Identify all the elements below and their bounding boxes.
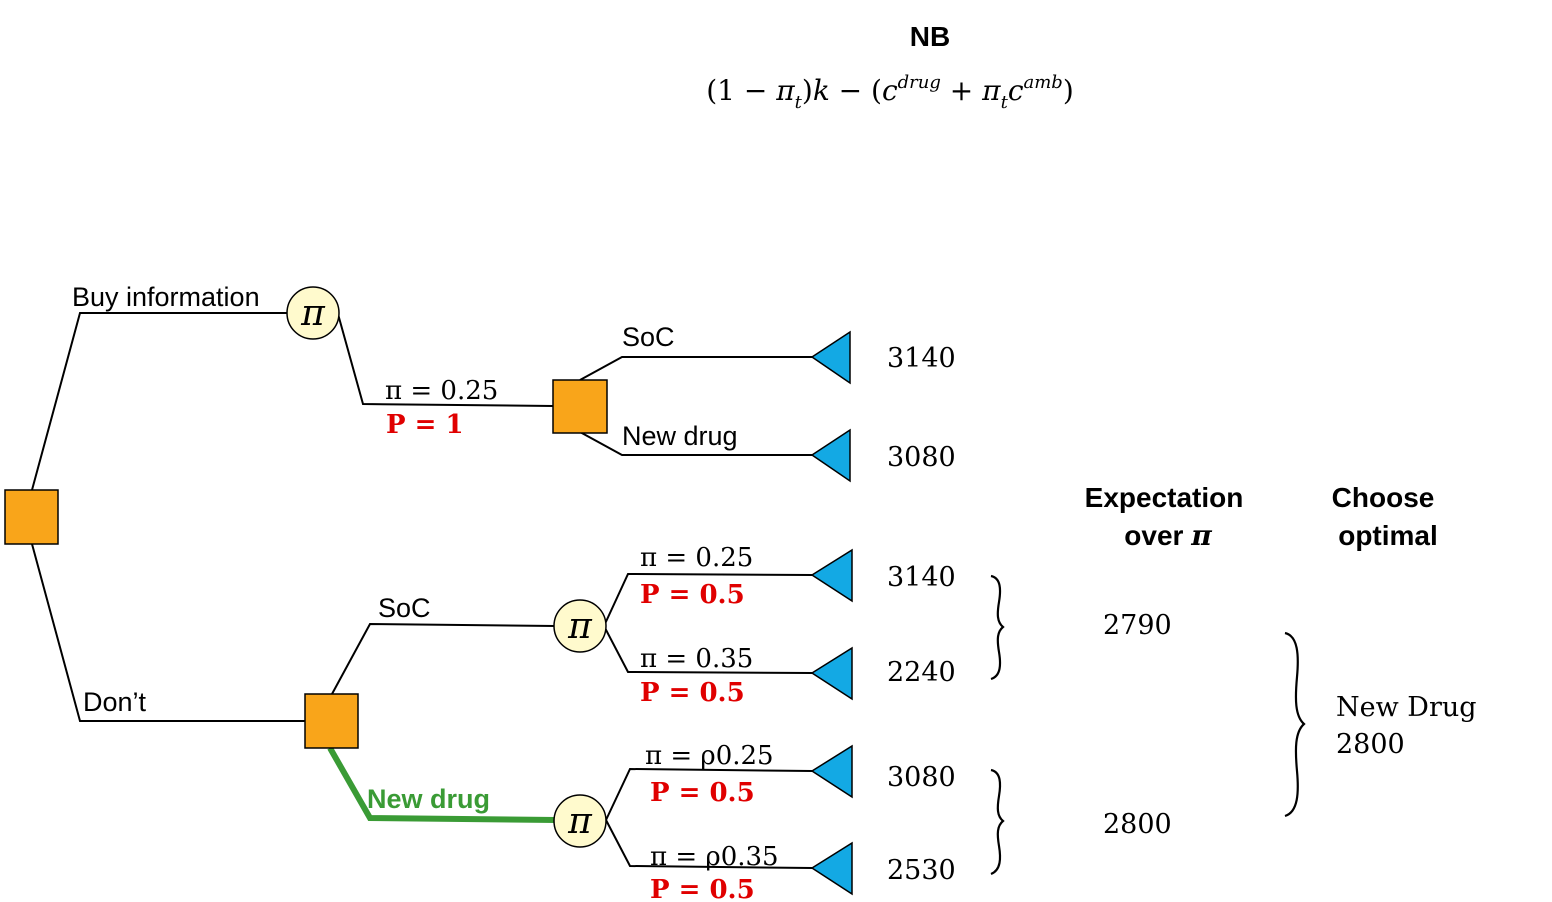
edge-nd-b [605, 819, 813, 869]
prob-nd-a-pi: π = ρ0.25 [645, 741, 774, 771]
nb-formula: (1 − πt)k − (cdrug + πtcamb) [706, 72, 1074, 113]
prob-soc-b-p: P = 0.5 [640, 678, 745, 708]
optimal-choice: New Drug [1336, 692, 1477, 723]
buy-chance-symbol: π [300, 293, 326, 334]
edge-root-buy [31, 312, 288, 491]
optimal-value: 2800 [1336, 729, 1405, 760]
edge-buy-chance [337, 313, 554, 407]
prob-nd-b-pi: π = ρ0.35 [650, 842, 779, 872]
prob-soc-a-p: P = 0.5 [640, 580, 745, 610]
prob-nd-a-p: P = 0.5 [650, 778, 755, 808]
choose-header-line1: Choose [1332, 482, 1435, 513]
terminal-nd-b [810, 841, 853, 896]
edge-root-dont [31, 543, 305, 722]
terminal-buy-soc [810, 330, 851, 385]
newdrug-chance-symbol: π [567, 801, 593, 842]
branch-label-dont: Don’t [83, 687, 147, 717]
branch-label-newdrug-bottom: New drug [367, 784, 490, 814]
payoff-soc-a: 3140 [887, 562, 956, 593]
brace-optimal [1284, 631, 1306, 818]
prob-soc-a-pi: π = 0.25 [640, 543, 753, 573]
branch-label-newdrug-top: New drug [622, 421, 738, 451]
edge-nd-a [605, 767, 813, 821]
brace-newdrug [990, 768, 1005, 876]
edge-top-newdrug [579, 431, 812, 456]
edge-top-soc [579, 356, 812, 381]
newdrug-chance-node [553, 794, 607, 848]
nb-title: NB [910, 21, 950, 52]
terminal-buy-newdrug [810, 428, 851, 483]
soc-chance-symbol: π [567, 606, 593, 647]
prob-buy-pi: π = 0.25 [385, 376, 498, 406]
expectation-header-line1: Expectation [1085, 482, 1244, 513]
edge-soc-a [603, 572, 813, 627]
branch-label-soc-top: SoC [622, 322, 675, 352]
prob-nd-b-p: P = 0.5 [650, 875, 755, 902]
root-decision-node [4, 489, 59, 545]
terminal-nd-a [810, 744, 853, 799]
prob-buy-p: P = 1 [386, 410, 464, 440]
expectation-header-line2: over π [1124, 519, 1212, 552]
soc-chance-node [553, 599, 607, 653]
buy-decision-node [552, 379, 608, 434]
branch-label-soc-bottom: SoC [378, 593, 431, 623]
expectation-newdrug: 2800 [1103, 809, 1172, 840]
payoff-soc-b: 2240 [887, 657, 956, 688]
payoff-buy-newdrug: 3080 [887, 442, 956, 473]
buy-chance-node [286, 286, 340, 340]
terminal-soc-b [810, 646, 853, 701]
expectation-soc: 2790 [1103, 610, 1172, 641]
branch-label-buy-information: Buy information [72, 282, 260, 312]
prob-soc-b-pi: π = 0.35 [640, 644, 753, 674]
edge-soc-b [603, 625, 813, 674]
payoff-buy-soc: 3140 [887, 343, 956, 374]
edge-bottom-soc [331, 622, 556, 695]
choose-header-line2: optimal [1338, 520, 1438, 551]
payoff-nd-b: 2530 [887, 855, 956, 886]
brace-soc [990, 574, 1005, 681]
payoff-nd-a: 3080 [887, 762, 956, 793]
terminal-soc-a [810, 548, 853, 603]
edge-bottom-newdrug-optimal [327, 746, 557, 823]
dont-decision-node [304, 693, 359, 749]
